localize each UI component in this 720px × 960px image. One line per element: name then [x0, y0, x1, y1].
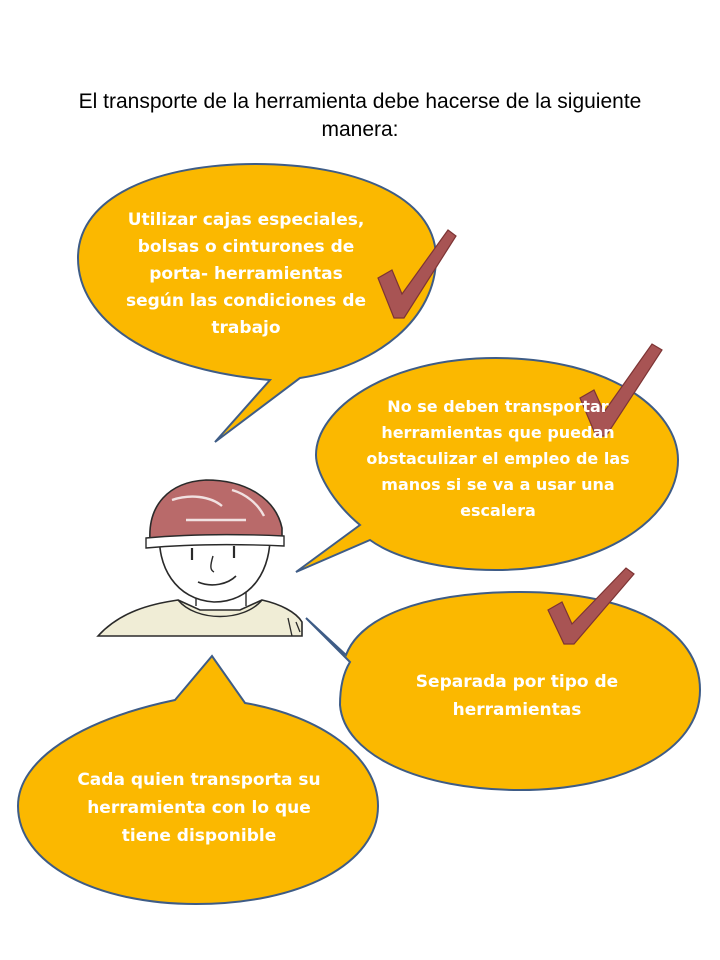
- speech-bubble-4: [16, 654, 380, 906]
- worker-helmet-icon: [96, 479, 303, 637]
- speech-bubble-3: [305, 590, 702, 792]
- bubble-2-text: No se deben transportar herramientas que…: [366, 397, 630, 520]
- page-title: El transporte de la herramienta debe hac…: [78, 90, 642, 141]
- speech-bubble-1: [76, 162, 438, 443]
- bubble-4-text: Cada quien transporta su herramienta con…: [77, 770, 321, 846]
- checkmark-icon: [579, 343, 663, 437]
- checkmark-icon: [547, 567, 635, 645]
- bubble-3-text: Separada por tipo de herramientas: [415, 672, 619, 720]
- bubble-1-text: Utilizar cajas especiales, bolsas o cint…: [125, 209, 367, 338]
- checkmark-icon: [377, 229, 457, 319]
- speech-bubble-2: [295, 356, 680, 573]
